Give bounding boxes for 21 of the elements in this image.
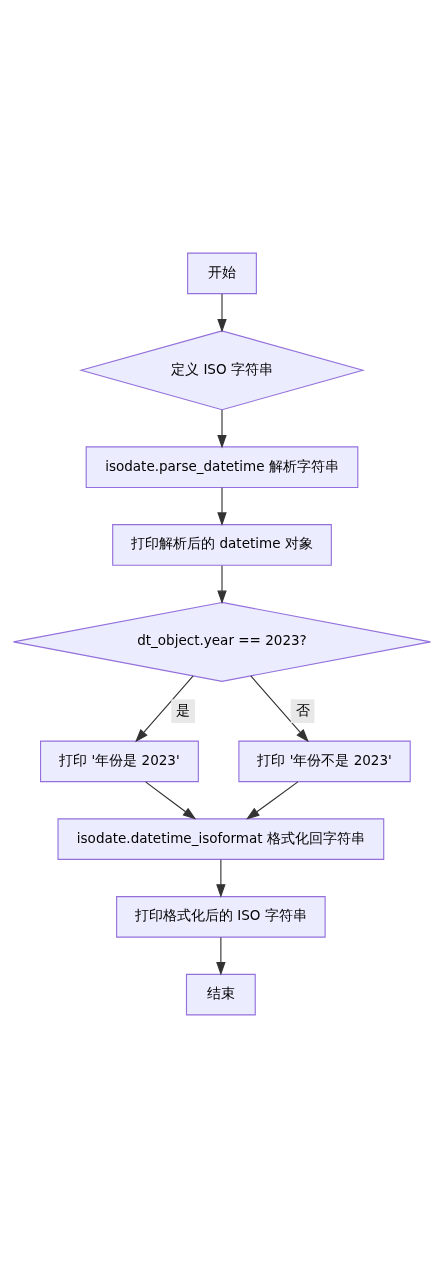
node-box: 开始 [186, 252, 257, 295]
node-box: isodate.datetime_isoformat 格式化回字符串 [56, 818, 384, 860]
node-box: 打印 '年份是 2023' [39, 740, 199, 783]
arrow [249, 675, 309, 743]
arrow [215, 859, 226, 898]
arrow [215, 936, 226, 976]
edge-label: 是 [175, 702, 190, 719]
node-box: 打印 '年份不是 2023' [237, 740, 411, 783]
node-box: 打印解析后的 datetime 对象 [111, 524, 332, 566]
arrow [216, 487, 227, 526]
node-diamond: 定义 ISO 字符串 [78, 330, 365, 411]
arrow [216, 409, 227, 449]
node-box: 结束 [185, 973, 256, 1016]
edge-label: 否 [295, 702, 310, 719]
node-box: 打印格式化后的 ISO 字符串 [115, 896, 326, 938]
arrow [216, 293, 227, 333]
node-diamond: dt_object.year == 2023? [12, 601, 431, 682]
arrow [144, 781, 196, 820]
arrow [245, 781, 298, 820]
arrow [216, 565, 227, 605]
node-box: isodate.parse_datetime 解析字符串 [85, 446, 358, 489]
